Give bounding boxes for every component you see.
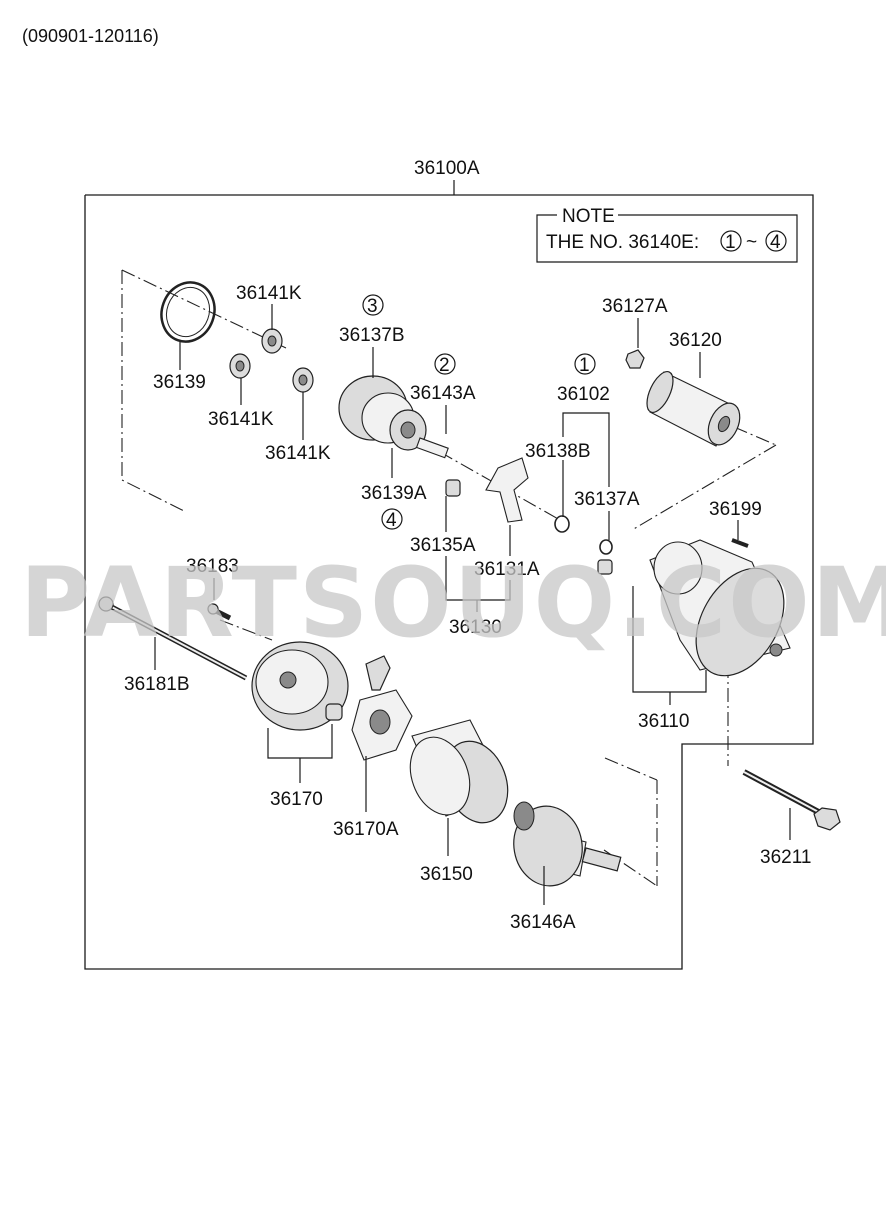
- svg-text:3: 3: [367, 296, 378, 317]
- part-label-36130[interactable]: 36130: [449, 617, 502, 638]
- pin-36199: [731, 538, 749, 548]
- note-range-start: 1: [725, 232, 736, 253]
- part-label-36170a[interactable]: 36170A: [333, 819, 399, 840]
- ring-36139: [160, 281, 216, 343]
- part-label-36170[interactable]: 36170: [270, 789, 323, 810]
- svg-text:2: 2: [439, 355, 450, 376]
- gear-36141k-top: [261, 328, 283, 354]
- part-labels: 36141K 36139 36141K 36141K 36137B 36143A…: [124, 283, 811, 933]
- svg-text:1: 1: [579, 355, 590, 376]
- part-label-36102[interactable]: 36102: [557, 384, 610, 405]
- part-label-36146a[interactable]: 36146A: [510, 912, 576, 933]
- screw-36183: [207, 603, 232, 621]
- part-label-36211[interactable]: 36211: [760, 847, 811, 868]
- leader-lines: [154, 304, 791, 905]
- part-label-36183[interactable]: 36183: [186, 556, 239, 577]
- bolt-36181b: [98, 596, 248, 681]
- part-label-36141k-mid[interactable]: 36141K: [208, 409, 274, 430]
- part-label-36138b[interactable]: 36138B: [525, 441, 591, 462]
- note-range-sep: ~: [746, 232, 757, 253]
- part-label-36139[interactable]: 36139: [153, 372, 206, 393]
- callout-2: 2: [434, 353, 456, 376]
- note-circle-end: [765, 230, 787, 252]
- assembly-frame: [84, 194, 814, 970]
- part-label-36135a[interactable]: 36135A: [410, 535, 476, 556]
- part-label-36137b[interactable]: 36137B: [339, 325, 405, 346]
- part-label-36110[interactable]: 36110: [638, 711, 689, 732]
- gear-36141k-low: [292, 367, 314, 393]
- note-text: THE NO. 36140E:: [546, 232, 699, 253]
- part-label-36120[interactable]: 36120: [669, 330, 722, 351]
- note-box: NOTE THE NO. 36140E: 1 ~ 4: [536, 206, 798, 263]
- part-label-36181b[interactable]: 36181B: [124, 674, 190, 695]
- callout-3: 3: [362, 294, 384, 317]
- guide-lines: [121, 269, 777, 887]
- gear-housing-36137b: [338, 375, 449, 459]
- part-label-36131a[interactable]: 36131A: [474, 559, 540, 580]
- nut-36127a: [625, 349, 645, 369]
- part-label-36137a[interactable]: 36137A: [574, 489, 640, 510]
- end-frame-36170: [251, 641, 349, 731]
- lever-36135a: [445, 479, 461, 497]
- lever-36131a: [485, 457, 529, 523]
- date-range: (090901-120116): [22, 26, 159, 46]
- part-label-36139a[interactable]: 36139A: [361, 483, 427, 504]
- part-label-36127a[interactable]: 36127A: [602, 296, 668, 317]
- ring-36137a: [599, 539, 613, 555]
- callout-4: 4: [381, 508, 403, 531]
- armature-36146a: [513, 801, 622, 887]
- part-label-36141k-low[interactable]: 36141K: [265, 443, 331, 464]
- part-label-36143a[interactable]: 36143A: [410, 383, 476, 404]
- part-label-36141k-top[interactable]: 36141K: [236, 283, 302, 304]
- brush-holder-36170a: [351, 655, 413, 761]
- note-range-end: 4: [770, 232, 781, 253]
- solenoid-36120: [646, 371, 741, 447]
- housing-36110: [597, 539, 791, 677]
- part-label-36199[interactable]: 36199: [709, 499, 762, 520]
- note-title: NOTE: [562, 206, 615, 227]
- gear-36141k-mid: [229, 353, 251, 379]
- svg-text:4: 4: [386, 510, 397, 531]
- part-label-36150[interactable]: 36150: [420, 864, 473, 885]
- ring-36138b: [554, 515, 570, 533]
- bolt-36211: [742, 769, 841, 831]
- note-circle-start: [720, 230, 742, 252]
- yoke-36150: [409, 719, 509, 824]
- watermark: PARTSOUQ.COM: [20, 547, 886, 659]
- callout-1: 1: [574, 353, 596, 376]
- assembly-label[interactable]: 36100A: [414, 158, 480, 179]
